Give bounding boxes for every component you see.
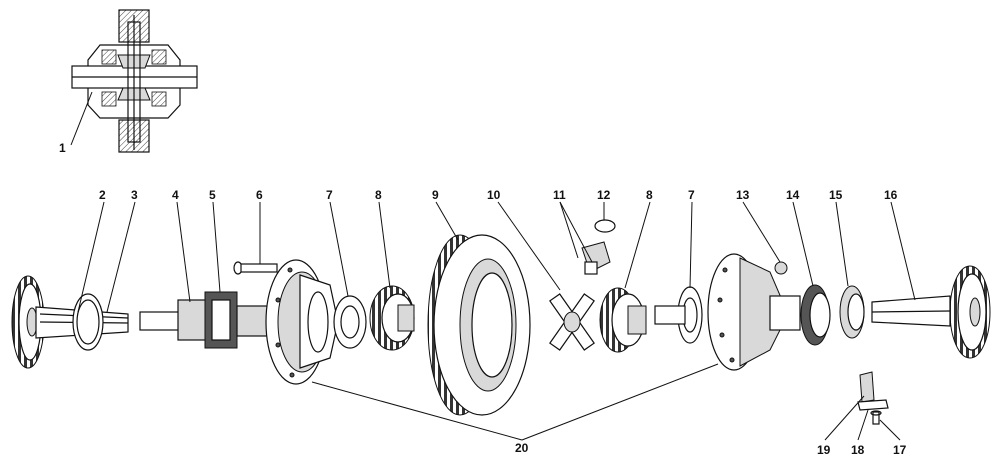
callout-13: 13 [736, 188, 750, 202]
callout-16: 16 [884, 188, 898, 202]
pinion-gears [581, 219, 616, 275]
callout-17: 17 [893, 443, 907, 457]
shaft-with-bearing [139, 291, 274, 349]
callout-labels: 1 2 3 4 5 6 7 8 9 10 11 12 8 7 13 14 15 … [59, 141, 907, 457]
callout-9: 9 [432, 188, 439, 202]
callout-5: 5 [209, 188, 216, 202]
callout-2: 2 [99, 188, 106, 202]
callout-20: 20 [515, 441, 529, 455]
callout-18: 18 [851, 443, 865, 457]
differential-section-view [71, 9, 198, 153]
callout-19: 19 [817, 443, 831, 457]
callout-3: 3 [131, 188, 138, 202]
callout-14: 14 [786, 188, 800, 202]
bearing-right [800, 284, 865, 346]
callout-15: 15 [829, 188, 843, 202]
callout-8-right: 8 [646, 188, 653, 202]
plug [774, 261, 788, 275]
callout-7-right: 7 [688, 188, 695, 202]
side-gear-left [369, 285, 415, 351]
leader-lines [70, 91, 916, 441]
thrust-washer-7-right [654, 286, 703, 344]
callout-7-left: 7 [326, 188, 333, 202]
lock-plate-assembly [857, 371, 889, 425]
differential-case-left [265, 259, 339, 385]
callout-10: 10 [487, 188, 501, 202]
left-axle-shaft [11, 275, 129, 369]
thrust-washer-7-left [333, 295, 367, 349]
callout-12: 12 [597, 188, 611, 202]
differential-case-right [707, 253, 801, 371]
cross-spider [549, 293, 595, 351]
bolt [233, 261, 278, 275]
callout-4: 4 [172, 188, 179, 202]
side-gear-right [599, 287, 647, 353]
right-axle-shaft [871, 265, 991, 359]
thrust-washer-left [72, 293, 104, 351]
ring-gear [427, 234, 531, 416]
callout-8-left: 8 [375, 188, 382, 202]
callout-6: 6 [256, 188, 263, 202]
callout-11: 11 [553, 188, 566, 202]
callout-1: 1 [59, 141, 66, 155]
